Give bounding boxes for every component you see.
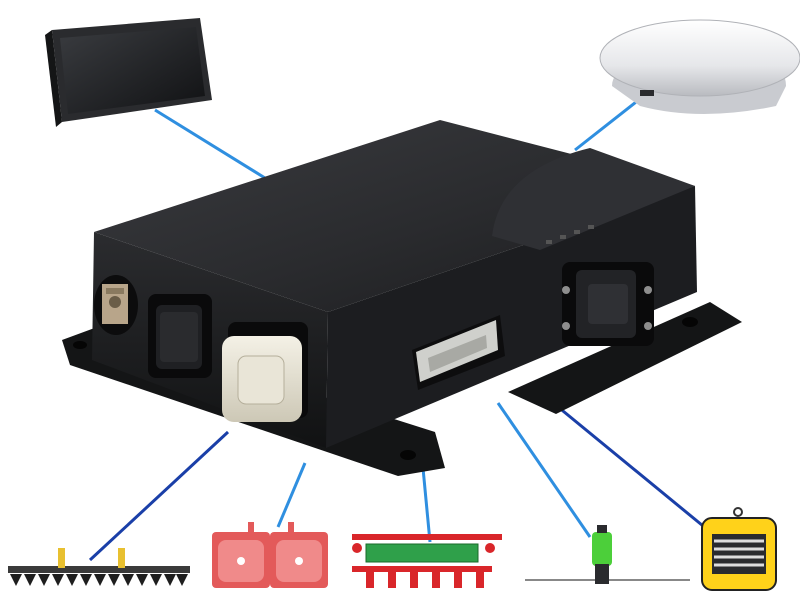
- harrow-icon: [8, 548, 190, 586]
- side-connector: [562, 262, 654, 346]
- baler-icon: [701, 507, 777, 591]
- black-connector: [148, 294, 212, 378]
- sprayer-icon: [525, 525, 690, 584]
- display-monitor: [45, 18, 212, 127]
- cable-harrow: [88, 430, 230, 562]
- tine-harrow-implement: [8, 548, 190, 586]
- twin-fertilizer-spreader: [212, 522, 328, 588]
- monitor-icon: [60, 27, 205, 114]
- control-box: [62, 120, 742, 476]
- antenna-connector: [94, 275, 138, 335]
- seed-drill: [352, 534, 502, 588]
- field-sprayer: [525, 525, 690, 584]
- cable-monitor: [154, 108, 266, 180]
- spreader-icon: [212, 522, 328, 588]
- round-baler: [701, 507, 777, 591]
- cable-baler: [534, 386, 709, 532]
- gps-antenna: [599, 19, 800, 114]
- gps-dome-icon: [600, 20, 800, 96]
- cable-spreader: [276, 462, 307, 528]
- grey-connector: [412, 315, 505, 390]
- seed-drill-icon: [352, 534, 502, 588]
- cable-seed-drill: [421, 467, 432, 543]
- cable-gps: [574, 93, 646, 152]
- ivory-connector: [222, 322, 308, 422]
- cable-sprayer: [496, 402, 592, 538]
- status-leds: [546, 225, 594, 244]
- cables: [88, 93, 709, 562]
